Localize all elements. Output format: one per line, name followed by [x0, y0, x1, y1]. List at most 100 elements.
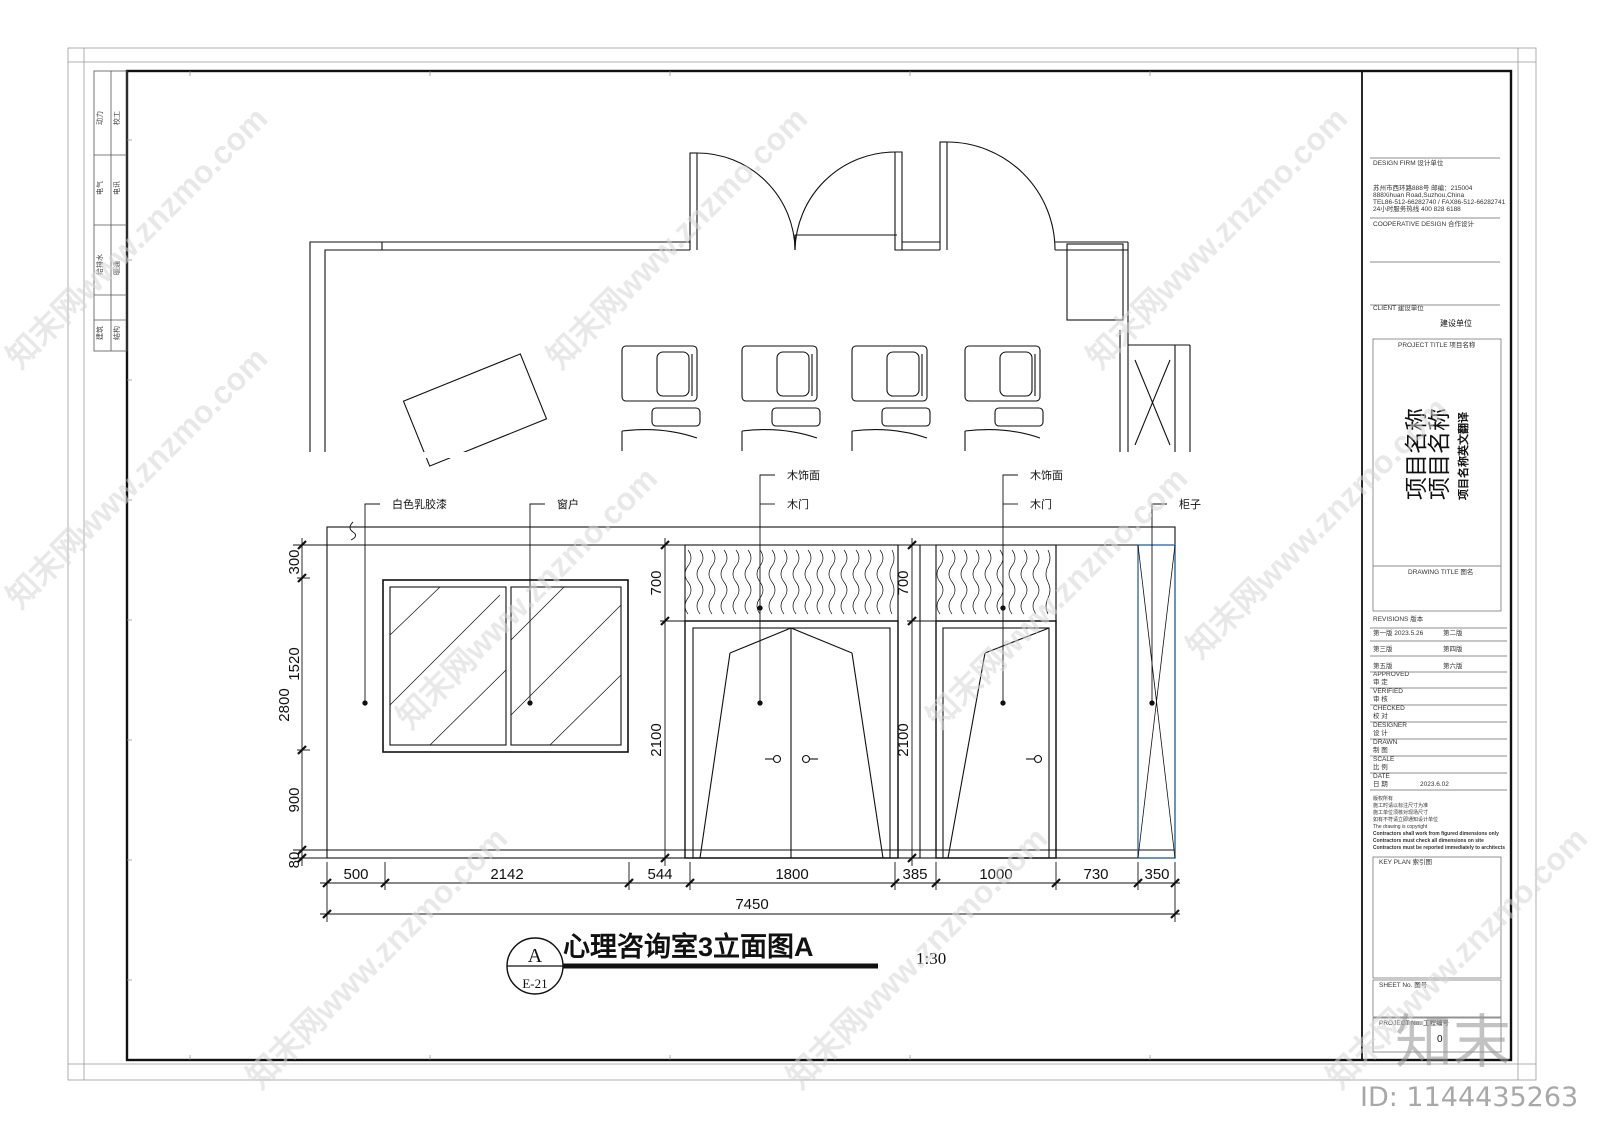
dim-v-door2-700: 700 — [895, 570, 912, 595]
dim-h-730: 730 — [1083, 866, 1108, 883]
tb-sheet-no: SHEET No. 图号 — [1379, 981, 1428, 989]
dim-h-350: 350 — [1144, 866, 1169, 883]
dim-v-1520: 1520 — [286, 647, 303, 680]
tb-note: The drawing is copyright — [1373, 824, 1428, 830]
dim-v-900: 900 — [286, 787, 303, 812]
tb-role: DATE — [1373, 773, 1391, 780]
title-block-lines — [1370, 157, 1507, 1053]
tb-role: 日 期 — [1373, 780, 1388, 788]
dim-v-door-700: 700 — [648, 570, 665, 595]
left-strip-table — [93, 70, 128, 352]
tb-address-1: 苏州市西环路888号 邮编：215004 — [1373, 183, 1473, 192]
plan-chairs — [621, 345, 1044, 451]
strip-label: 建筑 — [95, 326, 104, 340]
annotation-wood-veneer-1: 木饰面 — [787, 468, 820, 482]
dim-v-80: 80 — [286, 852, 303, 869]
tb-note: Contractors must be reported immediately… — [1373, 845, 1505, 851]
vertical-dimension-text: 2800 300 1520 900 80 700 2100 700 2100 — [276, 549, 912, 868]
watermark-text: 知末网www.znzmo.com — [239, 820, 514, 1095]
wood-panel-1 — [684, 544, 899, 622]
watermark-text: 知末网www.znzmo.com — [539, 100, 814, 375]
watermark-text: 知末网www.znzmo.com — [0, 100, 274, 375]
tb-address-4: 24小时服务热线 400 828 6188 — [1373, 204, 1461, 213]
tb-note: 施工单位须核对现场尺寸 — [1373, 809, 1428, 816]
dim-h-2142: 2142 — [490, 866, 523, 883]
horizontal-dimension-text: 500 2142 544 1800 385 1000 730 350 7450 — [343, 866, 1169, 913]
horizontal-dimension-lines — [320, 862, 1180, 922]
tb-role: 审 定 — [1373, 677, 1388, 686]
tb-note: Contractors shall work from figured dime… — [1373, 831, 1499, 837]
left-strip-labels: 动力 电气 给排水 建筑 结构 校工 电讯 暖通 — [95, 111, 121, 340]
watermark-text: 知末网www.znzmo.com — [779, 820, 1054, 1095]
tb-drawing-title: DRAWING TITLE 图名 — [1408, 567, 1473, 576]
watermark-logo: 知末 — [1395, 1008, 1511, 1076]
dim-v-300: 300 — [286, 549, 303, 574]
watermark-text: 知末网www.znzmo.com — [0, 340, 274, 615]
tb-project-no: PROJECT No. 工程编号 — [1379, 1018, 1449, 1027]
tb-rev-6: 第六版 — [1443, 661, 1463, 670]
dim-v-2800: 2800 — [276, 688, 293, 721]
tb-note: 施工时请以标注尺寸为准 — [1373, 802, 1428, 809]
tb-revisions: REVISIONS 版本 — [1373, 614, 1424, 623]
tb-role: 比 例 — [1373, 762, 1388, 771]
strip-label: 校工 — [112, 111, 121, 125]
elevation-view — [293, 521, 1176, 859]
annotation-wood-door-2: 木门 — [1030, 497, 1052, 511]
dim-h-385: 385 — [902, 866, 927, 883]
tb-role: 制 图 — [1373, 745, 1388, 754]
tb-role: CHECKED — [1373, 705, 1405, 712]
tb-note: 如有不符请立即通知设计单位 — [1373, 816, 1438, 823]
annotation-latex-paint: 白色乳胶漆 — [392, 497, 447, 511]
plan-cutoff-mask — [300, 452, 1200, 458]
drawing-title: 心理咨询室3立面图A — [563, 931, 814, 962]
strip-label: 电讯 — [112, 181, 121, 195]
tb-role: 校 对 — [1373, 711, 1388, 720]
drawing-scale: 1:30 — [916, 949, 946, 968]
annotation-wood-veneer-2: 木饰面 — [1030, 468, 1063, 482]
title-block: DESIGN FIRM 设计单位 苏州市西环路888号 邮编：215004 88… — [1373, 158, 1506, 1045]
tb-role: 设 计 — [1373, 728, 1388, 737]
project-name-vertical: 项目名称 项目名称 项目名称英文翻译 — [1403, 408, 1470, 500]
annotation-window: 窗户 — [557, 497, 579, 511]
window-elevation — [382, 579, 629, 753]
tb-rev-1: 第一版 2023.5.26 — [1373, 628, 1424, 637]
tb-address-3: TEL86-512-66282740 / FAX86-512-66282741 — [1373, 199, 1506, 206]
tb-project-title: PROJECT TITLE 项目名称 — [1398, 340, 1476, 349]
dimension-ticks — [322, 878, 1180, 919]
double-door-elevation — [684, 620, 899, 859]
tb-role: APPROVED — [1373, 671, 1409, 678]
tb-rev-4: 第四版 — [1443, 644, 1463, 653]
wood-grain-2 — [936, 549, 1051, 615]
tb-address-2: 888Xihuan Road,Suzhou,China — [1373, 192, 1464, 199]
annotation-wood-door-1: 木门 — [787, 497, 809, 511]
frame-ticks — [127, 71, 1151, 1060]
dim-h-544: 544 — [647, 866, 672, 883]
dim-total: 7450 — [735, 896, 768, 913]
dim-h-1800: 1800 — [775, 866, 808, 883]
tb-date-value: 2023.6.02 — [1420, 781, 1449, 788]
watermark-id: ID: 1144435263 — [1360, 1082, 1578, 1113]
tb-role: DRAWN — [1373, 739, 1398, 746]
inner-frame — [125, 69, 1513, 1062]
annotation-cabinet: 柜子 — [1179, 498, 1201, 511]
tb-project-no-value: 0 — [1437, 1034, 1443, 1045]
tb-rev-3: 第三版 — [1373, 644, 1393, 653]
tb-role: 审 核 — [1373, 694, 1388, 703]
watermark-text: 知末网www.znzmo.com — [1079, 100, 1354, 375]
strip-label: 动力 — [95, 111, 104, 125]
tb-note: Contractors must check all dimensions on… — [1373, 838, 1484, 844]
tb-client: CLIENT 建设单位 — [1373, 303, 1424, 312]
tb-rev-5: 第五版 — [1373, 661, 1393, 670]
dim-h-1000: 1000 — [979, 866, 1012, 883]
strip-label: 暖通 — [112, 261, 121, 275]
tb-role: VERIFIED — [1373, 688, 1403, 695]
cabinet-elevation — [1137, 544, 1176, 859]
drawing-callout: A E-21 — [506, 937, 878, 995]
dim-v-door2-2100: 2100 — [895, 723, 912, 756]
annotation-labels: 白色乳胶漆 窗户 木饰面 木门 木饰面 木门 柜子 — [392, 468, 1201, 511]
tb-role: DESIGNER — [1373, 722, 1407, 729]
project-name-line-2: 项目名称 — [1426, 408, 1452, 500]
dim-h-500: 500 — [343, 866, 368, 883]
tb-cooperative: COOPERATIVE DESIGN 合作设计 — [1373, 219, 1475, 228]
